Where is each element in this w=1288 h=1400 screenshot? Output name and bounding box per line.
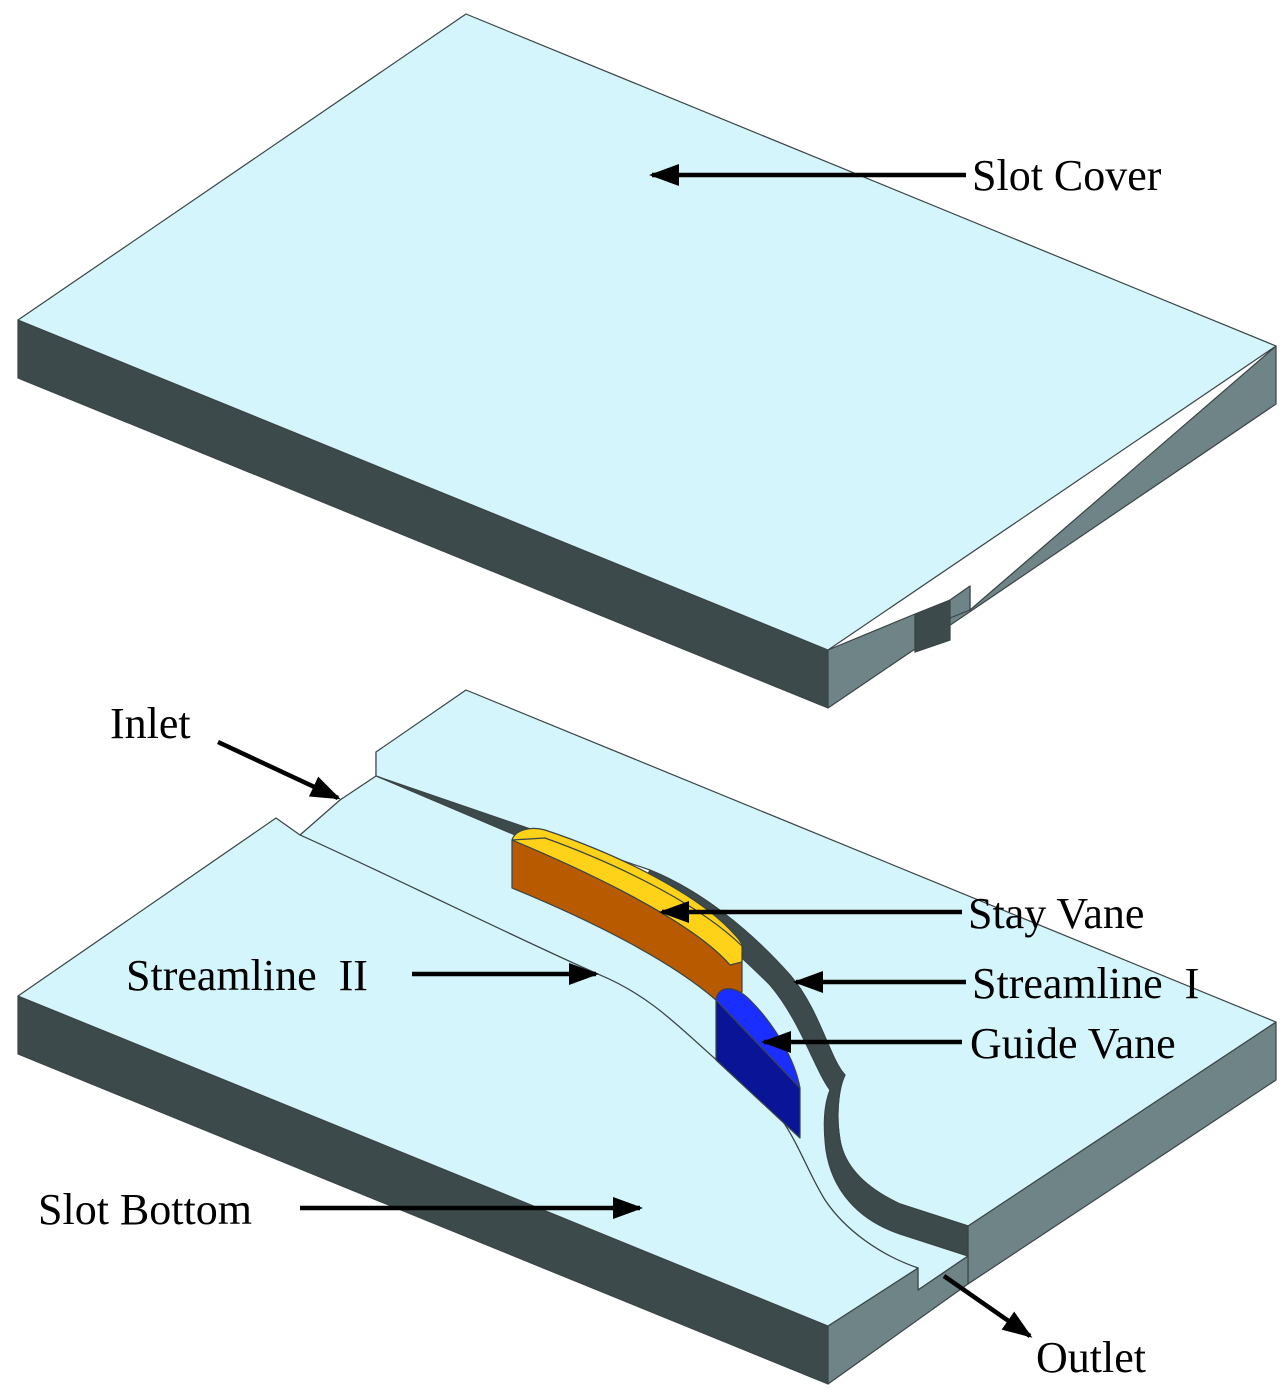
slot-bottom xyxy=(17,689,1277,1385)
stay-vane-top-cap xyxy=(511,837,743,966)
annotation-arrows xyxy=(217,164,1033,1338)
outlet-arrow xyxy=(942,1274,1033,1338)
guide-vane-top xyxy=(715,988,801,1089)
slot-cover xyxy=(17,13,1277,709)
guide-vane-label: Guide Vane xyxy=(970,1019,1176,1068)
left-block-top-face xyxy=(17,817,919,1327)
slot-cover-notch xyxy=(914,599,951,653)
streamline-2-label: Streamline II xyxy=(126,951,368,1000)
guide-vane xyxy=(715,988,801,1139)
slot-cover-top-face xyxy=(17,13,1277,651)
streamline-1-label: Streamline I xyxy=(972,959,1199,1008)
slot-cover-label: Slot Cover xyxy=(972,151,1162,200)
inlet-arrow xyxy=(217,739,341,801)
slot-bottom-label: Slot Bottom xyxy=(38,1185,252,1234)
outlet-label: Outlet xyxy=(1036,1333,1146,1382)
stay-vane-label: Stay Vane xyxy=(968,889,1144,938)
slot-cover-notch-right xyxy=(949,585,971,619)
stay-vane xyxy=(511,827,744,1001)
inlet-label: Inlet xyxy=(110,699,191,748)
